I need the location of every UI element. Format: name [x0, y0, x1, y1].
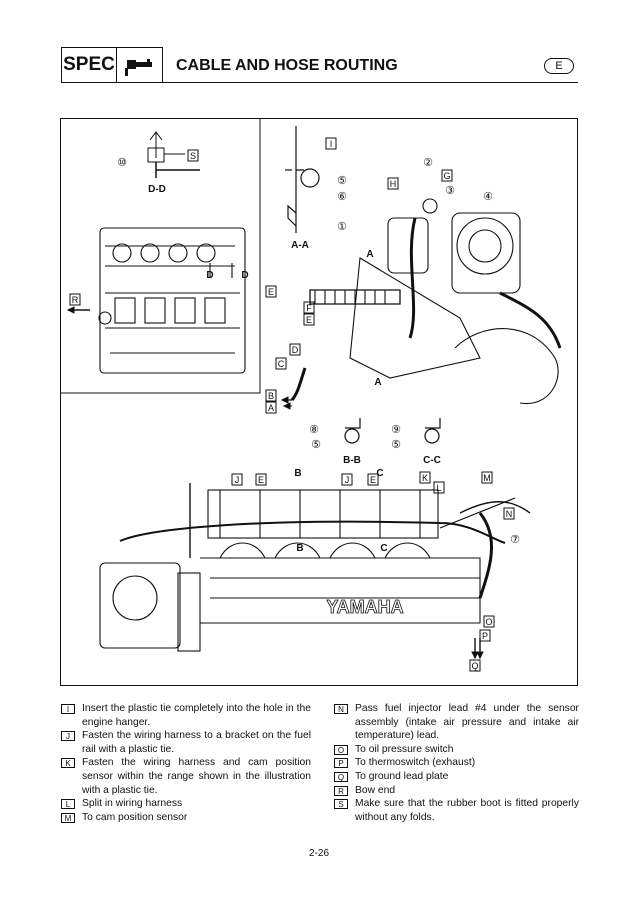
note-item: O To oil pressure switch: [334, 743, 579, 757]
svg-text:Q: Q: [471, 661, 478, 671]
svg-text:⑤: ⑤: [337, 175, 347, 187]
svg-text:E: E: [258, 475, 264, 485]
svg-text:⑩: ⑩: [117, 157, 127, 169]
svg-text:⑤: ⑤: [391, 439, 401, 451]
svg-text:⑥: ⑥: [337, 191, 347, 203]
svg-text:⑨: ⑨: [391, 424, 401, 436]
header-rule: [163, 82, 578, 83]
spec-label: SPEC: [61, 47, 117, 83]
svg-text:E: E: [268, 287, 274, 297]
svg-text:F: F: [306, 303, 312, 313]
svg-text:YAMAHA: YAMAHA: [326, 597, 403, 617]
svg-text:R: R: [72, 295, 79, 305]
notes-left: I Insert the plastic tie completely into…: [61, 702, 311, 824]
note-item: N Pass fuel injector lead #4 under the s…: [334, 702, 579, 743]
svg-text:A: A: [268, 403, 274, 413]
svg-text:②: ②: [423, 157, 433, 169]
svg-text:J: J: [235, 475, 240, 485]
svg-text:B: B: [268, 391, 274, 401]
wrench-icon: [117, 47, 163, 83]
svg-text:A-A: A-A: [291, 240, 309, 251]
svg-text:N: N: [506, 509, 513, 519]
svg-text:D-D: D-D: [148, 184, 166, 195]
svg-text:C: C: [380, 543, 387, 554]
note-item: S Make sure that the rubber boot is fitt…: [334, 797, 579, 824]
svg-text:S: S: [190, 151, 196, 161]
svg-text:⑧: ⑧: [309, 424, 319, 436]
svg-text:A: A: [374, 377, 381, 388]
svg-text:P: P: [482, 631, 488, 641]
cable-routing-diagram: I S H G E F E D C B A R J E J E K L M N …: [60, 118, 562, 672]
engine-side-view: [98, 227, 246, 374]
svg-text:H: H: [390, 179, 397, 189]
engine-top-view: [99, 483, 531, 652]
svg-text:E: E: [370, 475, 376, 485]
note-item: P To thermoswitch (exhaust): [334, 756, 579, 770]
svg-text:K: K: [422, 473, 428, 483]
svg-text:①: ①: [337, 221, 347, 233]
page-number: 2-26: [308, 848, 329, 859]
svg-text:③: ③: [445, 185, 455, 197]
svg-text:M: M: [483, 473, 491, 483]
note-item: K Fasten the wiring harness and cam posi…: [61, 756, 311, 797]
svg-text:B: B: [296, 543, 303, 554]
svg-text:C: C: [376, 468, 383, 479]
svg-text:E: E: [306, 315, 312, 325]
diagram-frame: [60, 118, 578, 686]
svg-text:B-B: B-B: [343, 455, 361, 466]
svg-text:L: L: [436, 483, 441, 493]
svg-text:⑦: ⑦: [510, 534, 520, 546]
bb-cc-details: [344, 418, 441, 444]
note-item: L Split in wiring harness: [61, 797, 311, 811]
svg-text:I: I: [330, 139, 333, 149]
svg-text:C: C: [278, 359, 285, 369]
svg-text:B: B: [294, 468, 301, 479]
svg-text:C-C: C-C: [423, 455, 441, 466]
note-item: M To cam position sensor: [61, 811, 311, 825]
throttle-body: [309, 198, 562, 405]
svg-text:D: D: [241, 270, 248, 281]
svg-text:G: G: [443, 171, 450, 181]
aa-detail: [285, 126, 320, 233]
svg-text:D: D: [292, 345, 299, 355]
note-item: I Insert the plastic tie completely into…: [61, 702, 311, 729]
page-title: CABLE AND HOSE ROUTING: [176, 57, 398, 74]
svg-text:⑤: ⑤: [311, 439, 321, 451]
svg-text:④: ④: [483, 191, 493, 203]
svg-text:J: J: [345, 475, 350, 485]
note-item: J Fasten the wiring harness to a bracket…: [61, 729, 311, 756]
svg-text:O: O: [485, 617, 492, 627]
language-badge: E: [544, 58, 574, 74]
svg-text:A: A: [366, 249, 373, 260]
note-item: Q To ground lead plate: [334, 770, 579, 784]
note-item: R Bow end: [334, 784, 579, 798]
svg-text:D: D: [206, 270, 213, 281]
dd-detail: [147, 131, 200, 178]
notes-right: N Pass fuel injector lead #4 under the s…: [334, 702, 579, 824]
